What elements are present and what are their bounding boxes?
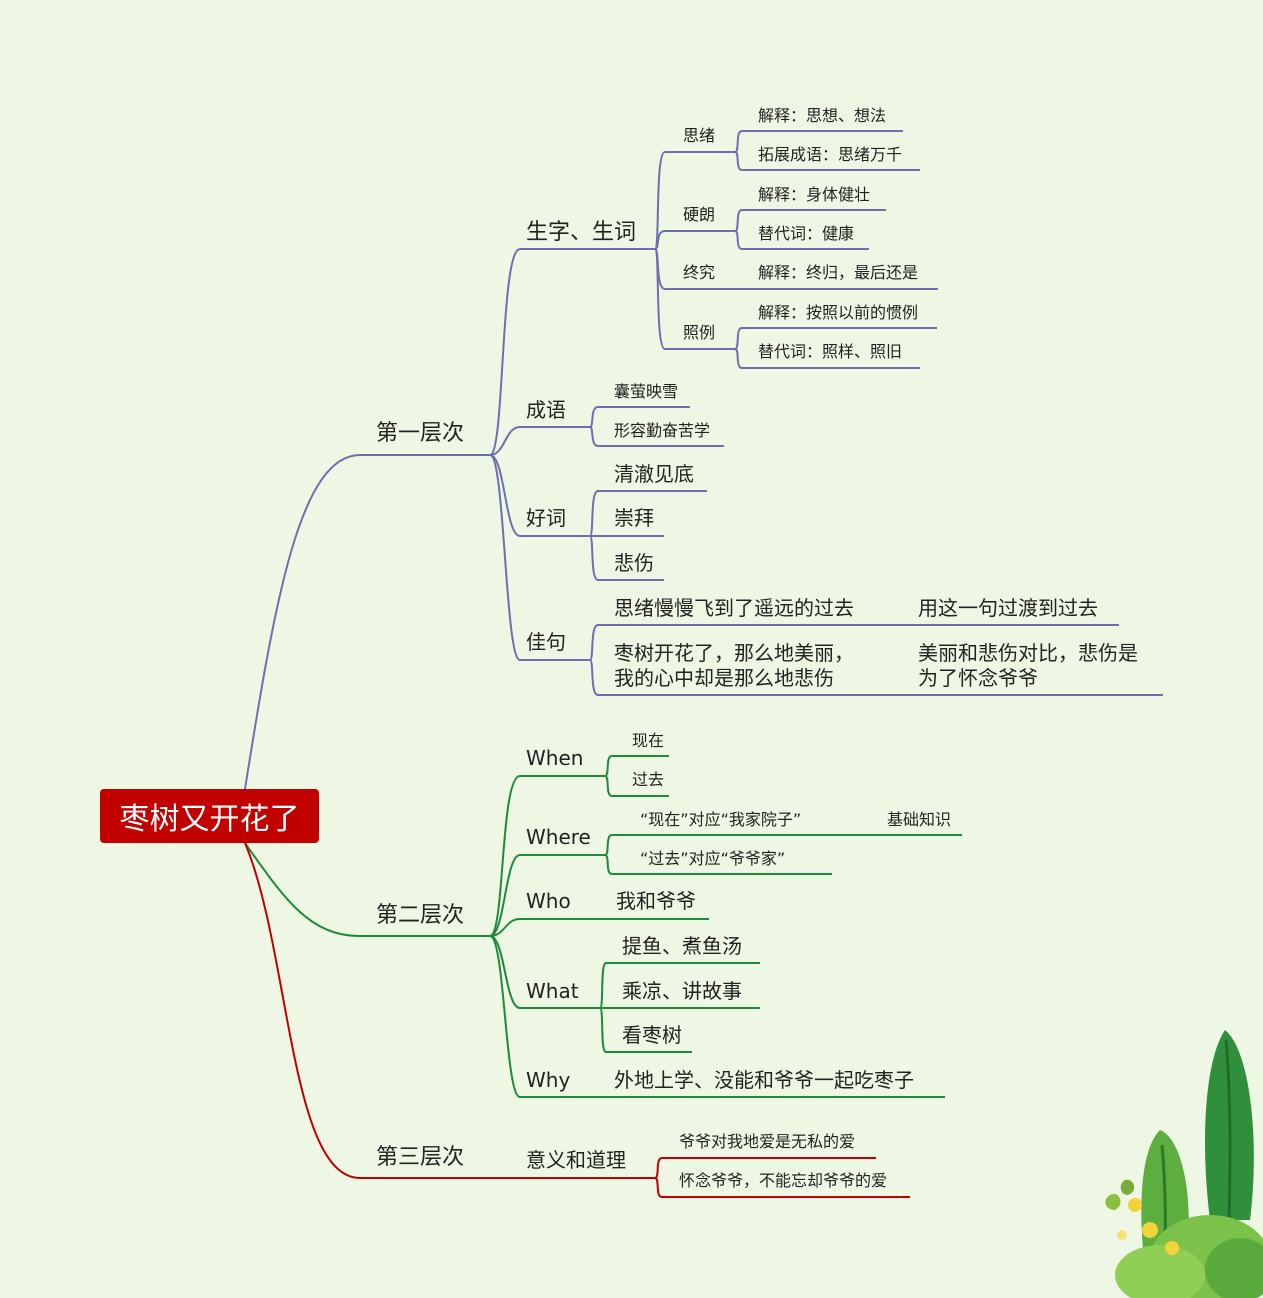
idioms-title[interactable]: 成语 <box>526 398 566 422</box>
where-item[interactable]: “现在”对应“我家院子” <box>640 810 802 829</box>
where-item[interactable]: “过去”对应“爷爷家” <box>640 849 786 868</box>
when-label[interactable]: When <box>526 746 584 770</box>
where-extra[interactable]: 基础知识 <box>887 810 952 829</box>
sentence-text-line[interactable]: 我的心中却是那么地悲伤 <box>614 666 834 690</box>
level3-branch-lines <box>244 842 910 1198</box>
meaning-item[interactable]: 怀念爷爷，不能忘却爷爷的爱 <box>679 1171 888 1190</box>
vocab-title[interactable]: 生字、生词 <box>526 220 637 245</box>
vocab-note[interactable]: 替代词：健康 <box>758 224 855 243</box>
vocab-note[interactable]: 解释：身体健壮 <box>758 185 871 204</box>
level1-title[interactable]: 第一层次 <box>376 421 465 446</box>
level2-branch-lines <box>244 755 962 1098</box>
vocab-word-3[interactable]: 终究 <box>683 263 716 282</box>
why-label[interactable]: Why <box>526 1068 571 1092</box>
what-item[interactable]: 乘凉、讲故事 <box>622 979 742 1003</box>
when-item[interactable]: 过去 <box>632 770 665 789</box>
level3-title[interactable]: 第三层次 <box>376 1145 465 1170</box>
vocab-note[interactable]: 拓展成语：思绪万千 <box>758 145 903 164</box>
good-words-title[interactable]: 好词 <box>526 506 566 530</box>
plant-decoration-icon <box>1105 1030 1263 1298</box>
root-topic[interactable]: 枣树又开花了 <box>100 789 319 843</box>
where-label[interactable]: Where <box>526 825 591 849</box>
good-word-item[interactable]: 悲伤 <box>614 551 654 575</box>
what-item[interactable]: 提鱼、煮鱼汤 <box>622 934 742 958</box>
who-value[interactable]: 我和爷爷 <box>616 889 696 913</box>
meaning-item[interactable]: 爷爷对我地爱是无私的爱 <box>679 1132 856 1151</box>
vocab-note[interactable]: 解释：终归，最后还是 <box>758 263 919 282</box>
vocab-note[interactable]: 替代词：照样、照旧 <box>758 342 903 361</box>
sentence-note-line[interactable]: 为了怀念爷爷 <box>918 666 1038 690</box>
idiom-item[interactable]: 囊萤映雪 <box>614 382 679 401</box>
sentence-text[interactable]: 思绪慢慢飞到了遥远的过去 <box>614 596 854 620</box>
sentences-title[interactable]: 佳句 <box>526 630 566 654</box>
sentence-note[interactable]: 用这一句过渡到过去 <box>918 596 1098 620</box>
why-value[interactable]: 外地上学、没能和爷爷一起吃枣子 <box>614 1068 914 1092</box>
vocab-word-4[interactable]: 照例 <box>683 323 716 342</box>
idiom-item[interactable]: 形容勤奋苦学 <box>614 421 711 440</box>
meaning-title[interactable]: 意义和道理 <box>526 1148 626 1172</box>
what-label[interactable]: What <box>526 979 579 1003</box>
who-label[interactable]: Who <box>526 889 571 913</box>
vocab-note[interactable]: 解释：按照以前的惯例 <box>758 303 919 322</box>
vocab-note[interactable]: 解释：思想、想法 <box>758 106 887 125</box>
good-word-item[interactable]: 崇拜 <box>614 506 654 530</box>
sentence-text-line[interactable]: 枣树开花了，那么地美丽， <box>614 641 854 665</box>
sentence-note-line[interactable]: 美丽和悲伤对比，悲伤是 <box>918 641 1138 665</box>
what-item[interactable]: 看枣树 <box>622 1023 682 1047</box>
level1-branch-lines <box>244 130 1163 790</box>
level2-title[interactable]: 第二层次 <box>376 903 465 928</box>
good-word-item[interactable]: 清澈见底 <box>614 462 694 486</box>
vocab-word-2[interactable]: 硬朗 <box>683 205 716 224</box>
vocab-word-1[interactable]: 思绪 <box>683 126 716 145</box>
when-item[interactable]: 现在 <box>632 731 665 750</box>
